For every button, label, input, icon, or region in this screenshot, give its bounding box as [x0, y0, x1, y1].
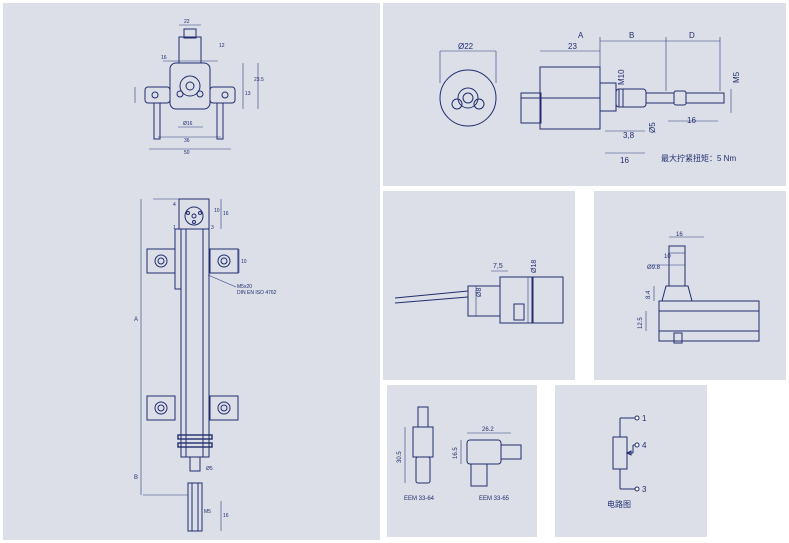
dim-7-5: 7,5	[493, 263, 503, 270]
dim-side-16: 16	[223, 211, 229, 217]
dim-m10: M10	[617, 69, 626, 85]
dim-26-2: 26.2	[482, 427, 494, 433]
dim-top-12: 12	[219, 43, 225, 49]
dim-top-13: 13	[245, 91, 251, 97]
dim-side-12-5: 12.5	[638, 317, 644, 329]
pin-4-label: 4	[173, 202, 176, 208]
dim-side-m5: M5	[204, 509, 211, 515]
dim-top-23-5: 23.5	[254, 77, 264, 83]
dim-side-A: A	[134, 317, 138, 323]
connector-svg: 30.5 26.2 16.5 EEM 33-64 EEM 33-65	[397, 406, 522, 502]
dim-3-8: 3,8	[623, 131, 635, 140]
side-view	[140, 198, 240, 532]
note-screw-size: M5x20	[237, 284, 252, 290]
dim-d5: Ø5	[648, 122, 657, 133]
dimension-panel: A B D Ø22 23 M10 M5 Ø5 3,8 16 16 最大拧紧扭矩：…	[383, 3, 786, 186]
dim-16a: 16	[620, 156, 629, 165]
dim-label-A: A	[578, 31, 584, 40]
flange-front-view	[439, 50, 497, 127]
dim-d8: Ø8	[476, 288, 483, 297]
dim-label-B: B	[629, 31, 634, 40]
connector-label-64: EEM 33-64	[404, 496, 435, 502]
circuit-pin-4: 4	[642, 441, 647, 450]
main-drawing-panel: 22 16 12 23.5 13 Ø16 36 50	[3, 3, 380, 540]
pin-1-label: 1	[173, 225, 176, 231]
side-detail-panel: 16 10 Ø9.8 8.4 12.5	[594, 191, 786, 380]
dim-top-16: 16	[161, 55, 167, 61]
cable-panel: 7,5 Ø18 Ø8	[383, 191, 575, 380]
dim-side-d98: Ø9.8	[647, 265, 661, 271]
dim-side-16: 16	[676, 232, 683, 238]
dim-d18: Ø18	[531, 260, 538, 273]
dim-16b: 16	[687, 116, 696, 125]
dim-side-10a: 10	[214, 208, 220, 214]
pin-3-label: 3	[211, 225, 214, 231]
dim-label-D: D	[689, 31, 695, 40]
circuit-svg: 1 4 3 电路图	[607, 414, 647, 509]
circuit-pin-1: 1	[642, 414, 647, 423]
dim-side-B: B	[134, 475, 138, 481]
dim-top-d16: Ø16	[183, 121, 193, 127]
cable-svg: 7,5 Ø18 Ø8	[394, 260, 564, 324]
circuit-pin-3: 3	[642, 485, 647, 494]
connector-label-65: EEM 33-65	[479, 496, 510, 502]
dimension-svg: A B D Ø22 23 M10 M5 Ø5 3,8 16 16 最大拧紧扭矩：…	[439, 31, 741, 165]
dim-side-8-4: 8.4	[646, 290, 652, 299]
connector-straight	[404, 406, 434, 484]
dim-d22: Ø22	[458, 42, 474, 51]
connector-panel: 30.5 26.2 16.5 EEM 33-64 EEM 33-65	[387, 385, 537, 537]
main-drawing-svg: 22 16 12 23.5 13 Ø16 36 50	[134, 19, 277, 532]
dim-side-10b: 10	[241, 259, 247, 265]
top-view	[134, 24, 259, 150]
torque-note: 最大拧紧扭矩：5 Nm	[661, 153, 736, 163]
rod-side-view	[520, 37, 732, 154]
connector-angled	[460, 432, 522, 487]
dim-top-50: 50	[184, 150, 190, 156]
dim-top-36: 36	[184, 138, 190, 144]
dim-side-d5: Ø5	[206, 466, 213, 472]
dim-side-10: 10	[664, 254, 671, 260]
dim-30-5: 30.5	[397, 451, 403, 463]
circuit-caption: 电路图	[607, 499, 631, 509]
dim-16-5: 16.5	[453, 447, 459, 459]
dim-side-16b: 16	[223, 513, 229, 519]
dim-m5: M5	[732, 71, 741, 83]
note-screw-standard: DIN EN ISO 4762	[237, 290, 277, 296]
side-detail-svg: 16 10 Ø9.8 8.4 12.5	[638, 232, 760, 344]
dim-top-22: 22	[184, 19, 190, 25]
dim-23: 23	[568, 42, 577, 51]
circuit-panel: 1 4 3 电路图	[555, 385, 707, 537]
